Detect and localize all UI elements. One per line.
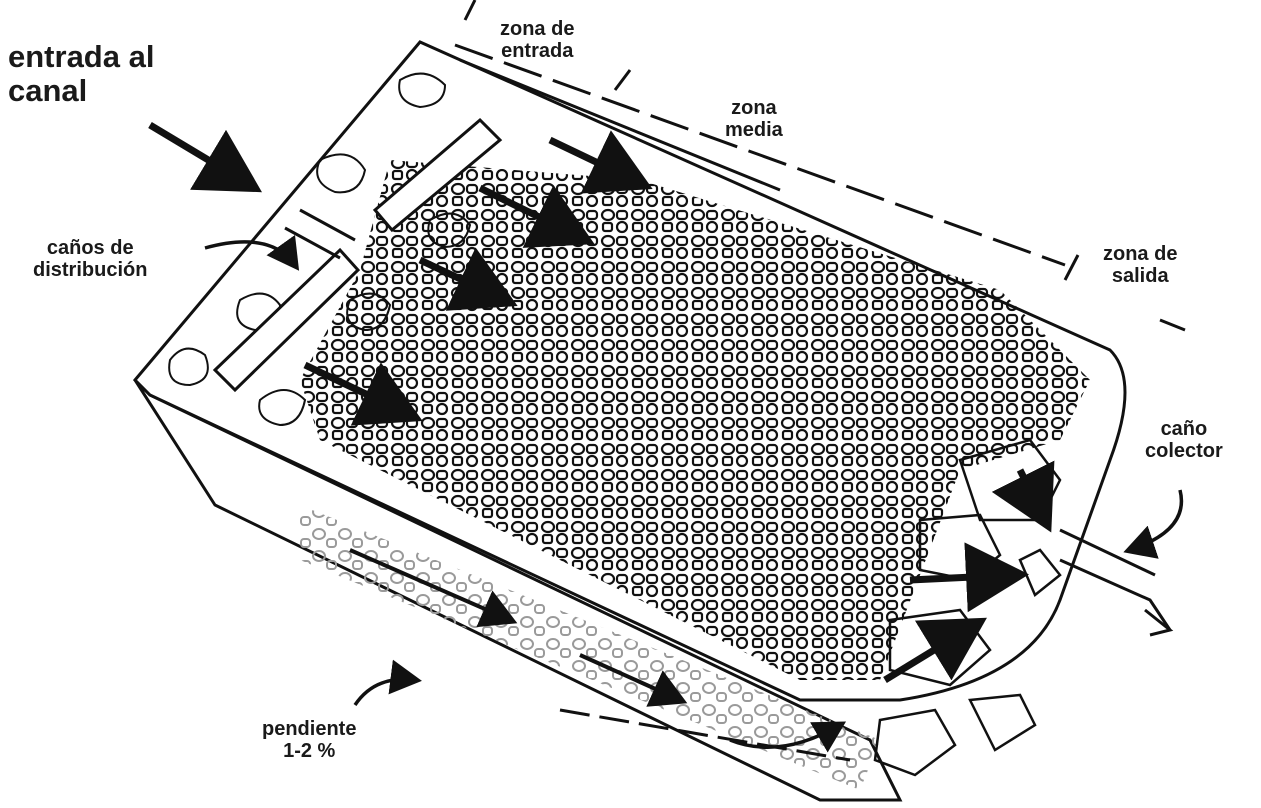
label-canos-distribucion-line2: distribución: [33, 259, 147, 281]
label-zona-entrada: zona de entrada: [500, 18, 574, 62]
label-cano-colector: caño colector: [1145, 418, 1223, 462]
label-zona-media-line2: media: [725, 119, 783, 141]
slope-pointer: [355, 679, 415, 705]
zone-tick-2: [615, 70, 630, 90]
flow-arrow-5: [910, 575, 1015, 580]
zone-tick-4: [1160, 320, 1185, 330]
label-zona-media-line1: zona: [725, 97, 783, 119]
label-cano-colector-line1: caño: [1145, 418, 1223, 440]
label-zona-entrada-line1: zona de: [500, 18, 574, 40]
label-pendiente: pendiente 1-2 %: [262, 718, 356, 762]
label-zona-salida: zona de salida: [1103, 243, 1177, 287]
label-cano-colector-line2: colector: [1145, 440, 1223, 462]
label-zona-salida-line2: salida: [1103, 265, 1177, 287]
label-entrada-canal-line2: canal: [8, 74, 154, 108]
label-canos-distribucion: caños de distribución: [33, 237, 147, 281]
label-zona-salida-line1: zona de: [1103, 243, 1177, 265]
zone-tick-3: [1065, 255, 1078, 280]
label-zona-entrada-line2: entrada: [500, 40, 574, 62]
label-zona-media: zona media: [725, 97, 783, 141]
label-entrada-canal: entrada al canal: [8, 40, 154, 108]
label-canos-distribucion-line1: caños de: [33, 237, 147, 259]
label-pendiente-line2: 1-2 %: [262, 740, 356, 762]
zone-tick-1: [465, 0, 475, 20]
label-entrada-canal-line1: entrada al: [8, 40, 154, 74]
collector-pointer: [1130, 490, 1181, 550]
label-pendiente-line1: pendiente: [262, 718, 356, 740]
inlet-arrow: [150, 125, 250, 185]
